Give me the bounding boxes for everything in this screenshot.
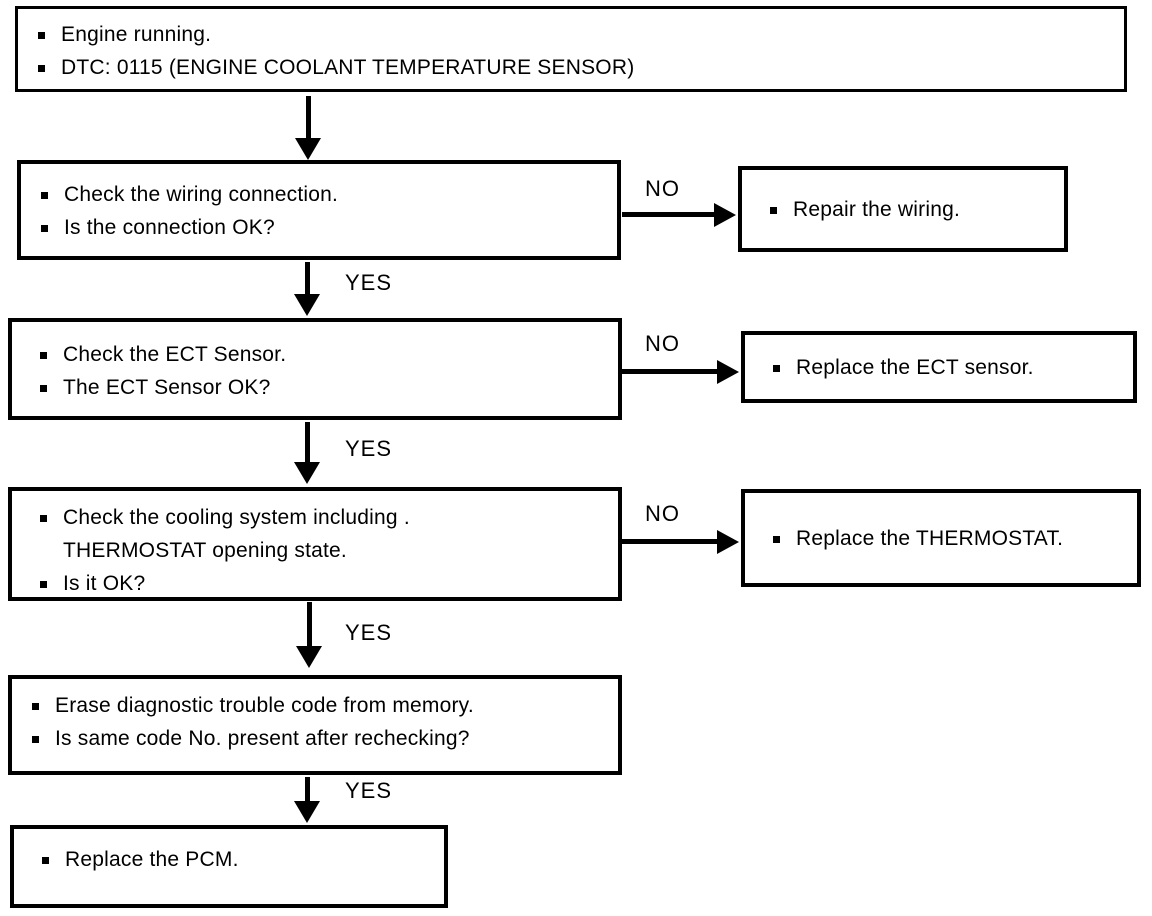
no-label: NO <box>645 176 680 201</box>
node-text: Check the ECT Sensor. <box>40 338 618 371</box>
yes-label: YES <box>345 620 393 645</box>
node-text: Engine running. <box>38 18 1124 51</box>
arrow-check-wiring-no <box>622 212 716 217</box>
arrowhead-right-icon <box>714 203 736 227</box>
node-erase-dtc: Erase diagnostic trouble code from memor… <box>8 675 622 775</box>
arrowhead-down-icon <box>296 646 322 668</box>
node-check-cooling-system: Check the cooling system including . THE… <box>8 487 622 601</box>
node-replace-pcm: Replace the PCM. <box>10 825 448 908</box>
no-label: NO <box>645 331 680 356</box>
node-repair-wiring: Repair the wiring. <box>738 166 1068 252</box>
arrowhead-down-icon <box>294 294 320 316</box>
node-start-conditions: Engine running. DTC: 0115 (ENGINE COOLAN… <box>15 6 1127 92</box>
node-text: Replace the ECT sensor. <box>773 351 1133 384</box>
arrowhead-down-icon <box>295 138 321 160</box>
node-text: DTC: 0115 (ENGINE COOLANT TEMPERATURE SE… <box>38 51 1124 84</box>
node-text: Is it OK? <box>40 567 618 600</box>
node-text: Replace the PCM. <box>42 843 444 876</box>
yes-label: YES <box>345 436 393 461</box>
arrow-check-cooling-yes <box>307 602 312 648</box>
yes-label: YES <box>345 270 393 295</box>
node-check-ect-sensor: Check the ECT Sensor. The ECT Sensor OK? <box>8 318 622 420</box>
arrow-check-wiring-yes <box>305 262 310 296</box>
node-text: Erase diagnostic trouble code from memor… <box>32 689 618 722</box>
arrow-check-ect-no <box>622 369 719 374</box>
arrowhead-right-icon <box>717 360 739 384</box>
no-label: NO <box>645 501 680 526</box>
node-text: Check the wiring connection. <box>41 178 617 211</box>
arrowhead-right-icon <box>717 530 739 554</box>
node-text: Replace the THERMOSTAT. <box>773 522 1137 555</box>
node-text: Check the cooling system including . <box>40 501 618 534</box>
arrow-check-cooling-no <box>622 539 719 544</box>
node-replace-ect-sensor: Replace the ECT sensor. <box>741 331 1137 403</box>
node-check-wiring: Check the wiring connection. Is the conn… <box>17 160 621 260</box>
node-text: Is same code No. present after recheckin… <box>32 722 618 755</box>
arrow-start-to-check-wiring <box>306 96 311 140</box>
node-replace-thermostat: Replace the THERMOSTAT. <box>741 489 1141 587</box>
yes-label: YES <box>345 778 393 803</box>
arrow-check-ect-yes <box>305 422 310 464</box>
arrow-erase-dtc-yes <box>305 777 310 803</box>
node-text: Is the connection OK? <box>41 211 617 244</box>
arrowhead-down-icon <box>294 801 320 823</box>
node-text: The ECT Sensor OK? <box>40 371 618 404</box>
node-text: THERMOSTAT opening state. <box>63 539 347 562</box>
arrowhead-down-icon <box>294 462 320 484</box>
node-text: Repair the wiring. <box>770 193 1064 226</box>
